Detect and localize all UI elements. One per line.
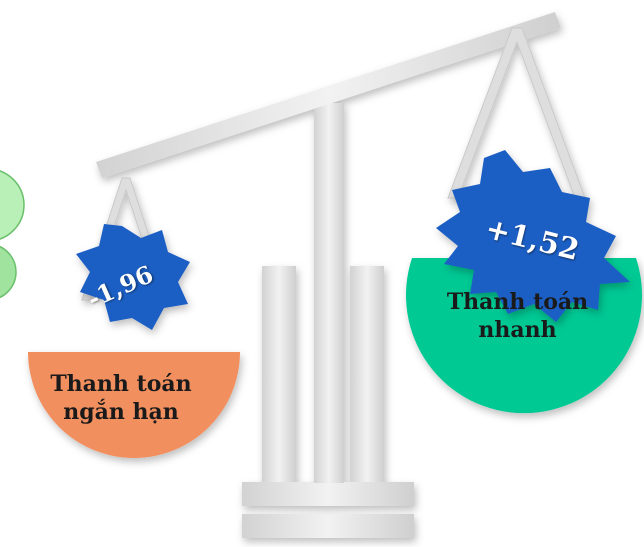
- left-pan-label: Thanh toán ngắn hạn: [36, 370, 206, 426]
- scale-base-bottom: [242, 514, 414, 538]
- scale-column-right: [350, 266, 384, 482]
- scale-base-top: [242, 482, 414, 506]
- scale-structure: [81, 12, 586, 538]
- scale-column-center: [314, 103, 344, 483]
- left-value-badge: [76, 224, 190, 330]
- left-pan-label-line2: ngắn hạn: [63, 399, 179, 426]
- right-pan-label-line2: nhanh: [478, 317, 557, 344]
- right-value-badge: [436, 150, 630, 322]
- side-shapes: [0, 170, 25, 299]
- scale-beam: [96, 12, 561, 178]
- right-pan-label-line1: Thanh toán: [446, 289, 589, 315]
- left-pan-label-line1: Thanh toán: [50, 371, 192, 397]
- right-hanger: [447, 27, 586, 199]
- right-pan-label: Thanh toán nhanh: [410, 288, 625, 344]
- side-circle-top: [0, 170, 25, 240]
- left-pan: [28, 352, 240, 458]
- side-circle-bottom: [0, 245, 17, 299]
- scale-column-left: [262, 266, 296, 482]
